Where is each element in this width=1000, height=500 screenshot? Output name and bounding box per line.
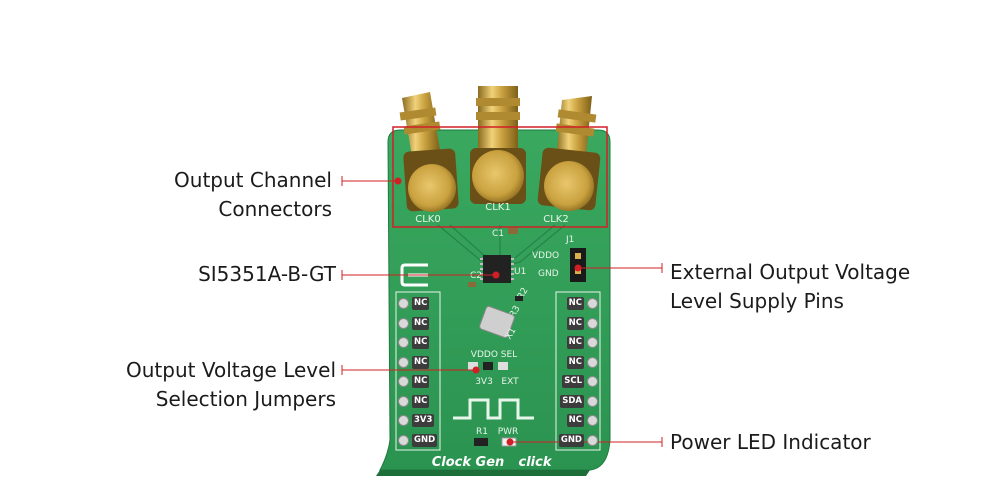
- pin-label: NC: [412, 394, 430, 408]
- c2-label: C2: [470, 271, 482, 281]
- pin-hole-icon: [398, 337, 409, 349]
- callout-output-channel: Output Channel Connectors: [100, 166, 332, 224]
- clock-waveform-icon: [453, 398, 534, 420]
- callout-output-channel-line2: Connectors: [218, 197, 332, 221]
- right-pin-5: SDA: [558, 392, 598, 412]
- ext-label: EXT: [501, 377, 519, 387]
- r1-label: R1: [476, 427, 488, 437]
- left-pin-0: NC: [398, 294, 438, 314]
- pin-label: NC: [566, 355, 584, 369]
- pin-hole-icon: [587, 395, 598, 407]
- left-pin-4: NC: [398, 372, 438, 392]
- pin-label: NC: [412, 375, 430, 389]
- pin-hole-icon: [398, 395, 409, 407]
- pin-label: GND: [412, 433, 438, 447]
- callout-lines: [341, 176, 663, 447]
- board-brand: click: [519, 455, 553, 470]
- sma-connector-clk0: [399, 92, 459, 212]
- right-pin-7: GND: [558, 431, 598, 451]
- left-pin-6: 3V3: [398, 411, 438, 431]
- pin-hole-icon: [587, 434, 598, 446]
- clk1-label: CLK1: [485, 202, 510, 213]
- callout-voltage-select: Output Voltage Level Selection Jumpers: [60, 356, 336, 414]
- capacitor-c1: [508, 228, 518, 234]
- resistor-r2: [515, 296, 523, 301]
- right-pin-labels: NC NC NC NC SCL SDA NC GND: [558, 294, 598, 450]
- pin-label: SDA: [560, 394, 584, 408]
- left-pin-1: NC: [398, 314, 438, 334]
- pwr-label: PWR: [498, 427, 519, 437]
- left-pin-7: GND: [398, 431, 438, 451]
- pcb-body: [379, 129, 611, 471]
- right-pin-1: NC: [558, 314, 598, 334]
- callout-external-supply: External Output Voltage Level Supply Pin…: [670, 258, 970, 316]
- pin-hole-icon: [398, 434, 409, 446]
- callout-chip: SI5351A-B-GT: [100, 260, 336, 289]
- voltage-select-jumpers: [468, 362, 508, 370]
- pin-hole-icon: [398, 376, 409, 388]
- right-pin-3: NC: [558, 353, 598, 373]
- right-pin-2: NC: [558, 333, 598, 353]
- right-pin-4: SCL: [558, 372, 598, 392]
- callout-external-supply-line2: Level Supply Pins: [670, 289, 844, 313]
- pin-label: NC: [412, 316, 430, 330]
- pin-label: NC: [566, 316, 584, 330]
- sma-connector-clk1: [470, 86, 526, 204]
- pin-hole-icon: [398, 298, 409, 310]
- pin-hole-icon: [587, 317, 598, 329]
- v3v3-label: 3V3: [475, 377, 493, 387]
- left-pin-3: NC: [398, 353, 438, 373]
- clk0-label: CLK0: [415, 214, 440, 225]
- pin-hole-icon: [398, 356, 409, 368]
- pin-hole-icon: [398, 415, 409, 427]
- right-pin-column: [555, 291, 601, 451]
- pin-hole-icon: [587, 376, 598, 388]
- board-name: Clock Gen: [432, 455, 505, 470]
- clk2-label: CLK2: [543, 214, 568, 225]
- pin-label: GND: [558, 433, 584, 447]
- pin-label: NC: [412, 336, 430, 350]
- pin-label: NC: [566, 297, 584, 311]
- crystal-x1: [479, 305, 515, 339]
- sma-connector-clk2: [537, 96, 601, 211]
- pin-label: NC: [566, 414, 584, 428]
- pin-hole-icon: [587, 356, 598, 368]
- j1-label: J1: [565, 235, 574, 245]
- pin-label: NC: [412, 297, 430, 311]
- c1-label: C1: [492, 229, 504, 239]
- pin-label: NC: [412, 355, 430, 369]
- pin-hole-icon: [587, 337, 598, 349]
- callout-power-led-line1: Power LED Indicator: [670, 430, 871, 454]
- callout-power-led: Power LED Indicator: [670, 428, 970, 457]
- vddo-label: VDDO: [532, 251, 559, 261]
- connector-highlight-box: [392, 126, 608, 228]
- resistor-r1: [474, 438, 488, 446]
- pin-hole-icon: [398, 317, 409, 329]
- chip-u1: [480, 255, 514, 283]
- right-pin-6: NC: [558, 411, 598, 431]
- callout-chip-line1: SI5351A-B-GT: [198, 262, 336, 286]
- gnd-label: GND: [538, 269, 559, 279]
- pin-label: 3V3: [412, 414, 435, 428]
- pin-hole-icon: [587, 298, 598, 310]
- u1-label: U1: [514, 267, 526, 277]
- callout-voltage-select-line1: Output Voltage Level: [126, 358, 336, 382]
- left-pin-5: NC: [398, 392, 438, 412]
- callout-dots: [394, 177, 582, 446]
- pin-hole-icon: [587, 415, 598, 427]
- right-pin-0: NC: [558, 294, 598, 314]
- pin-label: SCL: [562, 375, 584, 389]
- callout-voltage-select-line2: Selection Jumpers: [155, 387, 336, 411]
- vddo-sel-label: VDDO SEL: [471, 350, 517, 360]
- left-pin-2: NC: [398, 333, 438, 353]
- callout-external-supply-line1: External Output Voltage: [670, 260, 911, 284]
- left-pin-column: [395, 291, 441, 451]
- capacitor-c2: [468, 282, 476, 287]
- callout-output-channel-line1: Output Channel: [174, 168, 332, 192]
- pin-label: NC: [566, 336, 584, 350]
